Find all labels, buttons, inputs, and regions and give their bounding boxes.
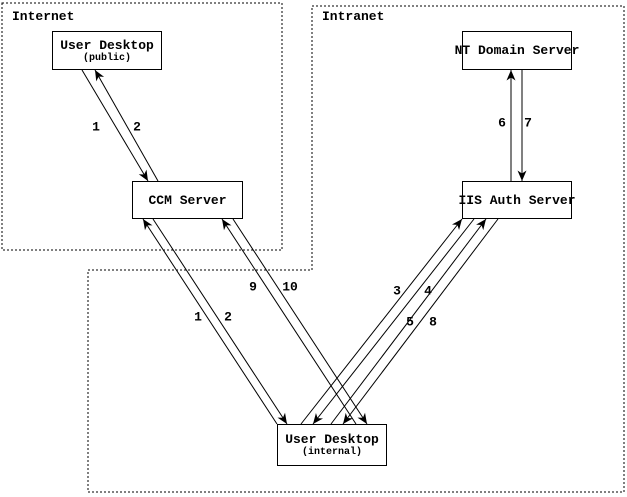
intranet-zone-border [87,5,625,493]
flow-label-2-ccm-internal: 2 [224,309,232,325]
node-subtitle: (public) [82,52,131,64]
flow-label-4-iis-internal: 4 [424,283,432,299]
node-title: NT Domain Server [454,43,580,58]
intranet-zone-label: Intranet [322,9,385,24]
flow-label-1-internal-ccm: 1 [194,309,202,325]
node-title: User Desktop [60,37,154,53]
flow-line-5-internal-to-iis [330,218,487,425]
internet-zone-label: Internet [12,9,75,24]
flow-label-1-public-ccm: 1 [92,119,100,135]
node-user-desktop-public: User Desktop (public) [52,31,162,70]
flow-label-10-ccm-internal: 10 [282,279,298,295]
flow-label-7-nt-iis: 7 [524,115,532,131]
flow-line-1-internal-to-ccm [142,218,278,425]
flow-label-5-internal-iis: 5 [406,314,414,330]
node-title: User Desktop [285,432,379,447]
flow-label-2-ccm-public: 2 [133,119,141,135]
node-title: CCM Server [148,192,227,208]
node-ccm-server: CCM Server [132,181,243,219]
node-iis-auth-server: IIS Auth Server [458,181,576,219]
flow-line-4-iis-to-internal [312,218,475,425]
flow-line-1-public-to-ccm [81,69,149,182]
flow-line-2-ccm-to-internal [152,218,288,425]
flow-label-6-iis-nt: 6 [498,115,506,131]
flow-line-2-ccm-to-public [94,69,159,182]
node-subtitle: (internal) [301,447,362,458]
node-title: IIS Auth Server [458,192,576,208]
flow-line-10-ccm-to-internal [232,218,368,425]
flow-line-8-iis-to-internal [342,218,499,425]
internet-zone-border [1,2,283,251]
flow-label-9-internal-ccm: 9 [249,279,257,295]
flow-line-3-internal-to-iis [300,218,463,425]
flow-label-3-internal-iis: 3 [393,283,401,299]
node-nt-domain-server: NT Domain Server [455,31,579,70]
node-user-desktop-internal: User Desktop (internal) [277,424,387,466]
flow-line-9-internal-to-ccm [221,218,357,425]
flow-label-8-iis-internal: 8 [429,314,437,330]
